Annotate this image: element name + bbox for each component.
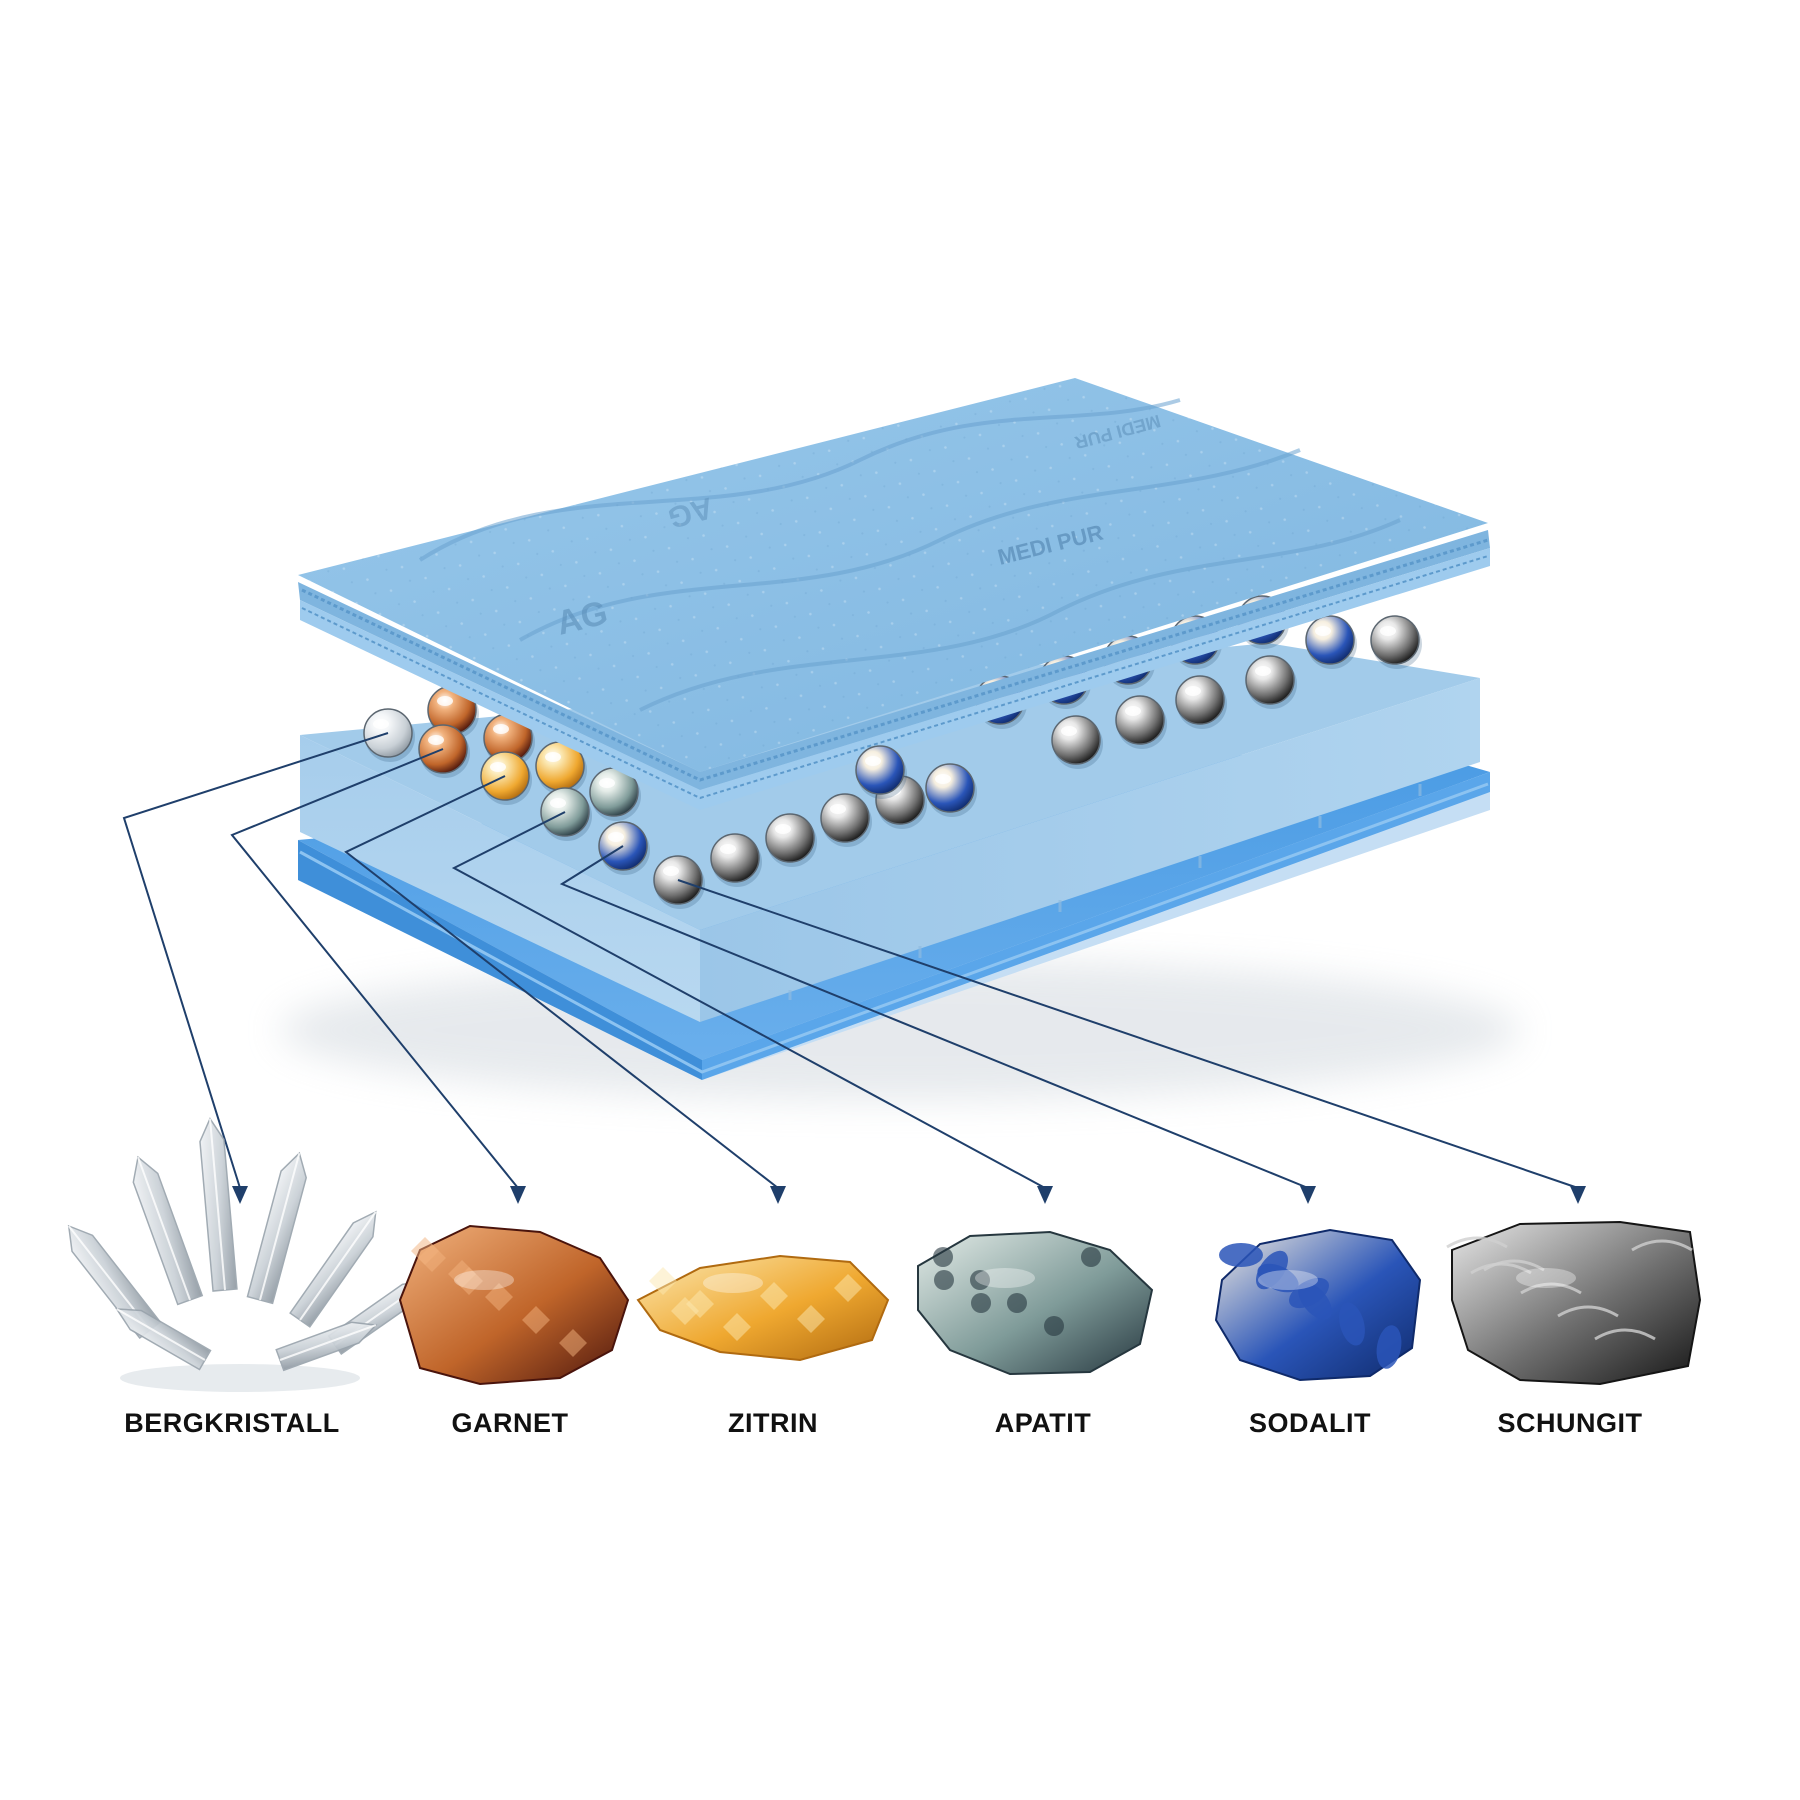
mineral-label-bergkristall: BERGKRISTALL bbox=[124, 1408, 340, 1438]
sodalite-rock-icon bbox=[1214, 1228, 1422, 1382]
apatite-rock-icon bbox=[917, 1230, 1154, 1376]
mineral-sphere-back bbox=[1370, 615, 1422, 669]
garnet-crystal-icon bbox=[398, 1224, 630, 1386]
mineral-label-zitrin: ZITRIN bbox=[728, 1408, 818, 1438]
arrow-head-icon bbox=[1300, 1186, 1316, 1204]
mineral-sphere-back bbox=[1115, 695, 1167, 749]
mineral-sphere bbox=[925, 763, 977, 817]
citrine-crystal-icon bbox=[636, 1254, 890, 1362]
mineral-label-sodalit: SODALIT bbox=[1249, 1408, 1371, 1438]
connector-line-zitrin bbox=[344, 775, 779, 1189]
shungite-rock-icon bbox=[1446, 1220, 1702, 1386]
mineral-sphere-back bbox=[1245, 655, 1297, 709]
mineral-images bbox=[67, 1117, 1702, 1392]
mattress-top-layer: MEDI PUR MEDI PUR AG AG bbox=[298, 378, 1490, 810]
mineral-sphere bbox=[820, 793, 872, 847]
connector-line-apatit bbox=[451, 811, 1046, 1189]
mineral-sphere-back bbox=[1051, 715, 1103, 769]
mineral-sphere-back bbox=[589, 767, 641, 821]
arrow-head-icon bbox=[1037, 1186, 1053, 1204]
connector-line-schungit bbox=[677, 879, 1579, 1189]
connector-line-garnet bbox=[230, 748, 519, 1189]
connector-lines bbox=[122, 732, 1586, 1204]
arrow-head-icon bbox=[510, 1186, 526, 1204]
connector-line-bergkristall bbox=[122, 732, 389, 1189]
mineral-label-apatit: APATIT bbox=[994, 1408, 1092, 1438]
mineral-sphere-back bbox=[1305, 615, 1357, 669]
mineral-spheres-front bbox=[363, 708, 977, 909]
mineral-sphere-back bbox=[535, 741, 587, 795]
arrow-head-icon bbox=[232, 1186, 248, 1204]
mineral-label-garnet: GARNET bbox=[451, 1408, 569, 1438]
clear-quartz-cluster-icon bbox=[67, 1117, 429, 1392]
mineral-sphere-back bbox=[1175, 675, 1227, 729]
connector-line-sodalit bbox=[559, 845, 1309, 1189]
mineral-sphere bbox=[710, 833, 762, 887]
mineral-sphere bbox=[855, 745, 907, 799]
mineral-sphere bbox=[765, 813, 817, 867]
arrow-head-icon bbox=[770, 1186, 786, 1204]
mineral-label-schungit: SCHUNGIT bbox=[1497, 1408, 1643, 1438]
arrow-head-icon bbox=[1570, 1186, 1586, 1204]
